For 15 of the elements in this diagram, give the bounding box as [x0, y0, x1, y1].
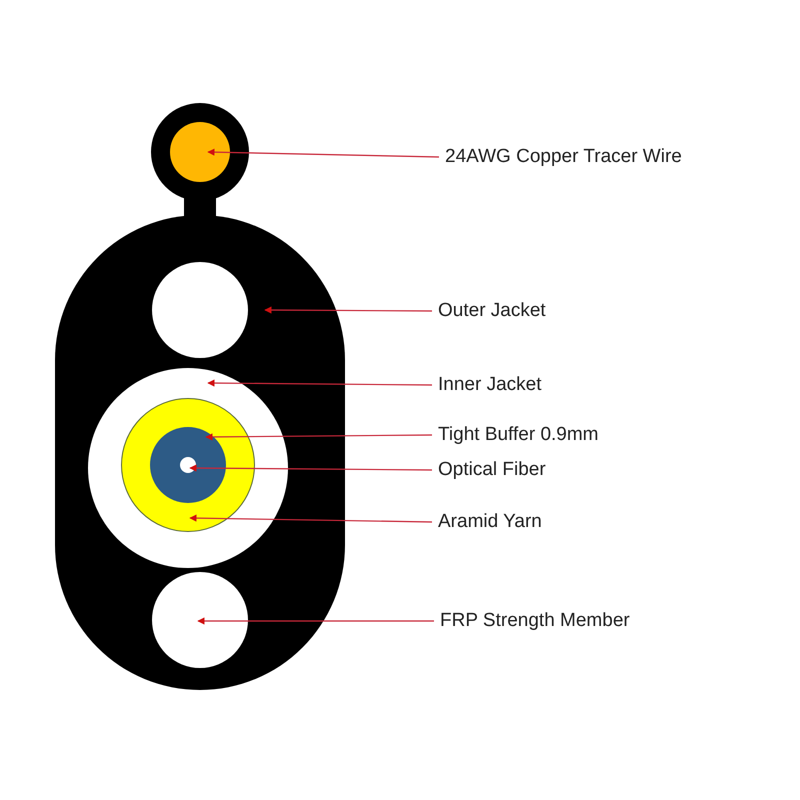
leader-line [207, 379, 432, 387]
part-label: Outer Jacket [438, 300, 546, 322]
part-label: Inner Jacket [438, 374, 542, 396]
leader-line [197, 617, 434, 625]
part-label: 24AWG Copper Tracer Wire [445, 146, 682, 168]
leader-line [189, 464, 432, 472]
leader-line [189, 514, 432, 523]
part-label: Aramid Yarn [438, 511, 542, 533]
part-label: Tight Buffer 0.9mm [438, 424, 599, 446]
optical-fiber [180, 457, 196, 473]
part-label: FRP Strength Member [440, 610, 630, 632]
part-label: Optical Fiber [438, 459, 546, 481]
leader-line [205, 433, 432, 441]
leader-line [264, 306, 432, 314]
leader-line [207, 148, 440, 158]
